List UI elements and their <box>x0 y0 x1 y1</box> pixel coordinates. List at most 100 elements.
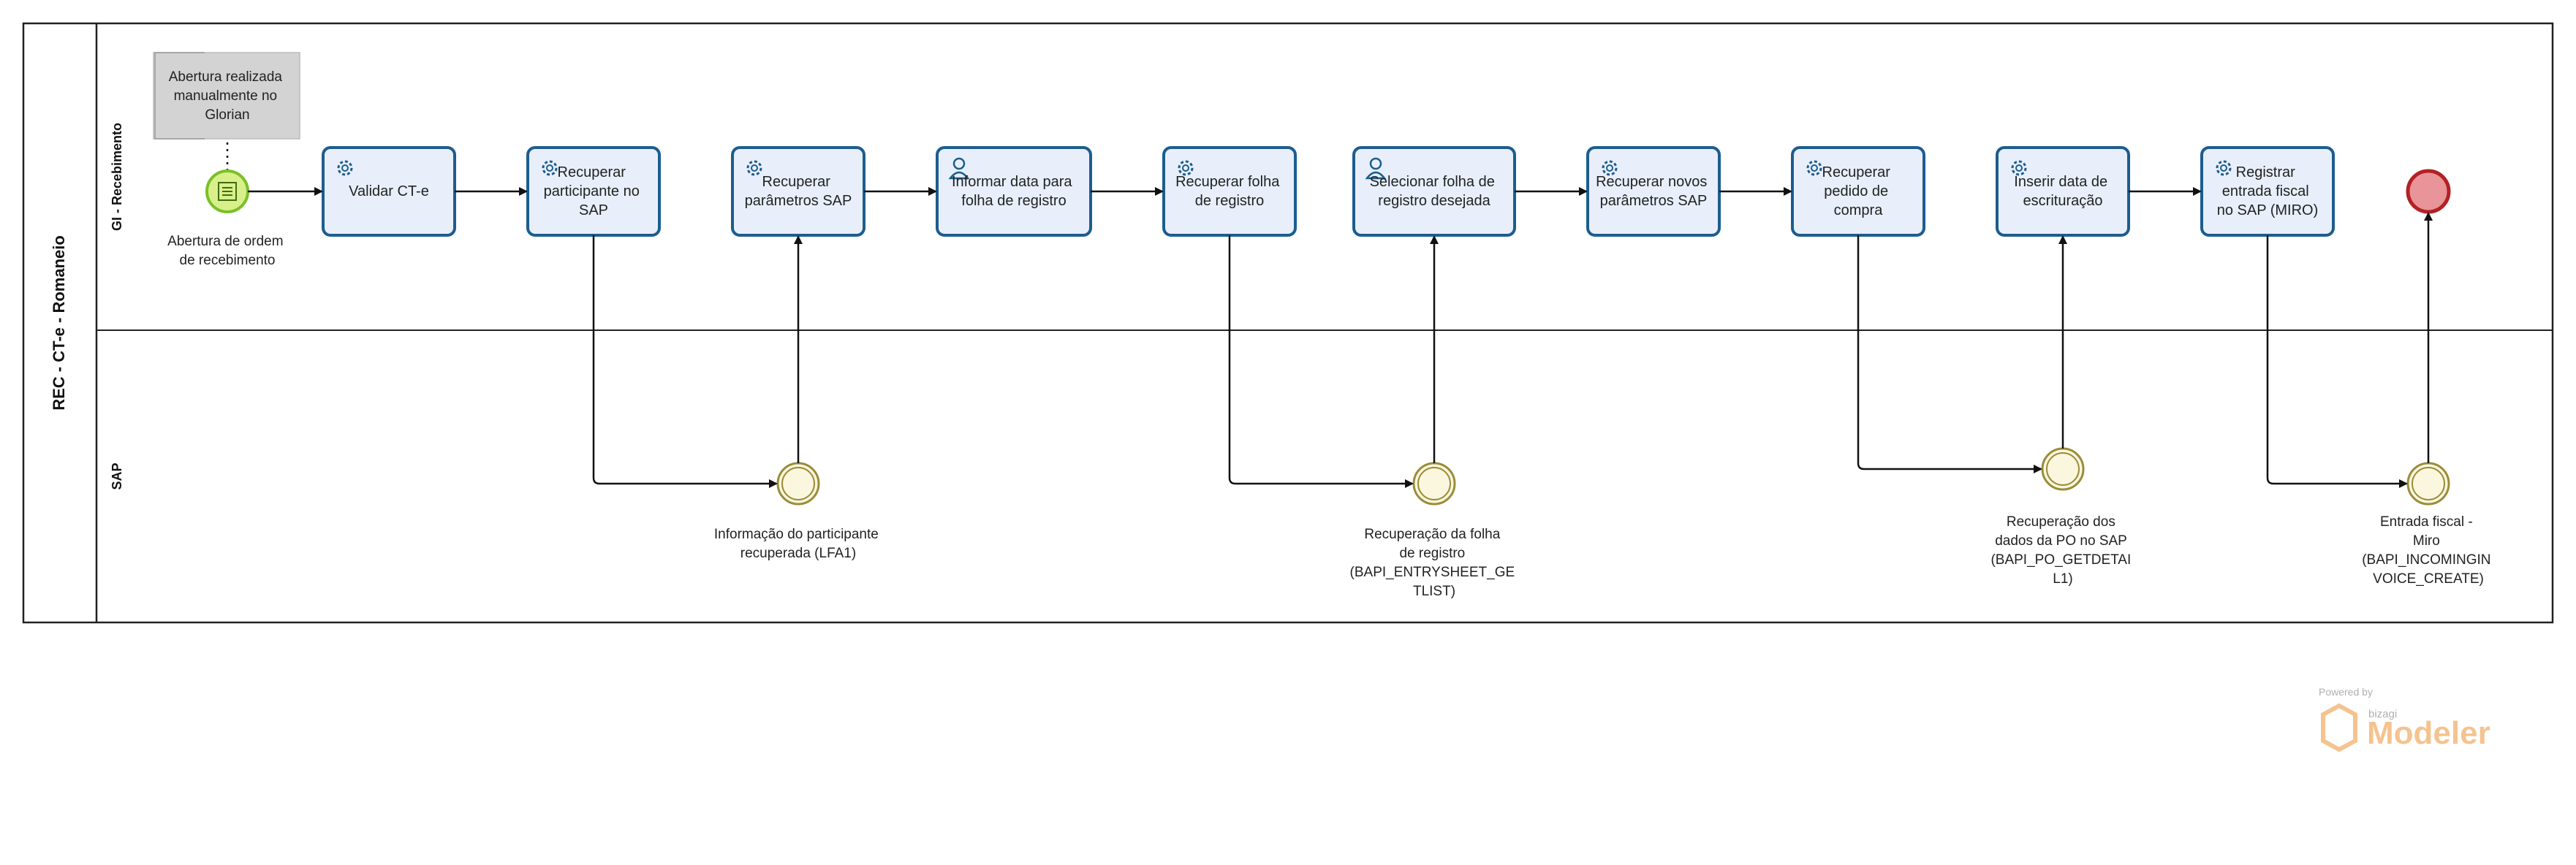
task-recuperar-pedido[interactable]: Recuperar pedido de compra <box>1791 146 1925 237</box>
svg-text:Inserir data de escritur: Inserir data de escrituração <box>2014 174 2111 209</box>
event-label: Miro <box>2413 533 2440 549</box>
flow-registrar-to-event <box>2266 235 2408 488</box>
bizagi-logo-icon <box>2321 703 2357 752</box>
end-event-circle[interactable] <box>2406 169 2451 214</box>
task-label: folha de registro <box>961 193 1066 209</box>
pool-border <box>22 22 2554 624</box>
task-label: parâmetros SAP <box>745 193 852 209</box>
task-recuperar-folha[interactable]: Recuperar folha de registro <box>1162 146 1297 237</box>
svg-text:Informar data para folha: Informar data para folha de registro <box>952 174 1076 209</box>
task-inserir-data[interactable]: Inserir data de escrituração <box>1996 146 2130 237</box>
task-box[interactable] <box>1352 146 1516 237</box>
intermediate-event-po[interactable]: Recuperação dos dados da PO no SAP (BAPI… <box>1990 447 2134 587</box>
flow-folha-to-event <box>1228 235 1414 488</box>
task-label: entrada fiscal <box>2222 183 2309 199</box>
task-box[interactable] <box>1162 146 1297 237</box>
lane-label-gi: GI - Recebimento <box>110 123 124 231</box>
task-label: Registrar <box>2236 164 2295 180</box>
task-label: Recuperar novos <box>1596 174 1707 190</box>
event-inner-ring <box>2046 452 2080 486</box>
task-label: escrituração <box>2023 193 2103 209</box>
intermediate-event-participante[interactable]: Informação do participante recuperada (L… <box>714 462 882 561</box>
task-label: Recuperar <box>762 174 831 190</box>
pool-title: REC - CT-e - Romaneio <box>50 235 68 411</box>
task-recuperar-participante[interactable]: Recuperar participante no SAP <box>526 146 661 237</box>
task-label: Informar data para <box>952 174 1072 190</box>
svg-text:Recuperar pedido de: Recuperar pedido de compra <box>1822 164 1895 218</box>
event-outer-ring[interactable] <box>2406 462 2450 506</box>
lane-sap: SAP <box>110 462 124 489</box>
task-label: parâmetros SAP <box>1600 193 1708 209</box>
event-label: Entrada fiscal - <box>2380 514 2473 530</box>
text-annotation: Abertura realizada manualmente no Gloria… <box>153 52 300 169</box>
pool: REC - CT-e - Romaneio <box>22 22 2554 624</box>
svg-text:Recuperação dos dados da: Recuperação dos dados da PO no SAP (BAPI… <box>1990 514 2134 587</box>
event-label: TLIST) <box>1413 584 1455 599</box>
task-box[interactable] <box>936 146 1092 237</box>
svg-text:Registrar entrada fiscal: Registrar entrada fiscal no SAP (MIRO) <box>2217 164 2319 218</box>
event-label: Recuperação da folha <box>1364 527 1500 542</box>
product-name: bizagi <box>2368 708 2397 720</box>
sequence-flows <box>248 187 2433 488</box>
event-inner-ring <box>2412 467 2445 500</box>
intermediate-event-folha[interactable]: Recuperação da folha de registro (BAPI_E… <box>1350 462 1519 599</box>
flow-participante-to-event <box>592 235 778 488</box>
task-box[interactable] <box>1586 146 1721 237</box>
task-recuperar-parametros[interactable]: Recuperar parâmetros SAP <box>731 146 865 237</box>
lane-label-sap: SAP <box>110 462 124 489</box>
intermediate-event-miro[interactable]: Entrada fiscal - Miro (BAPI_INCOMINGIN V… <box>2362 462 2495 587</box>
task-label: Selecionar folha de <box>1370 174 1495 190</box>
message-icon <box>218 182 237 201</box>
task-informar-data[interactable]: Informar data para folha de registro <box>936 146 1092 237</box>
powered-by-text: Powered by <box>2319 686 2373 698</box>
svg-text:Recuperar participante n: Recuperar participante no SAP <box>544 164 644 218</box>
svg-text:Recuperação da folha de: Recuperação da folha de registro (BAPI_E… <box>1350 527 1519 599</box>
event-label: (BAPI_INCOMINGIN <box>2362 552 2490 568</box>
annotation-line: Abertura realizada <box>169 69 283 85</box>
event-outer-ring[interactable] <box>1412 462 1456 506</box>
event-label: dados da PO no SAP <box>1995 533 2126 549</box>
task-box[interactable] <box>1996 146 2130 237</box>
task-selecionar-folha[interactable]: Selecionar folha de registro desejada <box>1352 146 1516 237</box>
annotation-box <box>153 52 300 140</box>
bizagi-branding: Powered by bizagi Modeler <box>2319 686 2490 752</box>
task-label: SAP <box>579 202 608 218</box>
task-box[interactable] <box>731 146 865 237</box>
start-event-label: Abertura de ordem <box>167 234 283 249</box>
event-label: Recuperação dos <box>2007 514 2115 530</box>
lane-gi: GI - Recebimento <box>96 123 2553 331</box>
task-label: de registro <box>1195 193 1265 209</box>
task-label: registro desejada <box>1378 193 1490 209</box>
end-event[interactable] <box>2406 169 2451 214</box>
event-outer-ring[interactable] <box>776 462 820 506</box>
task-validar-cte[interactable]: Validar CT-e <box>322 146 456 237</box>
user-task-icon <box>948 157 970 180</box>
event-inner-ring <box>781 467 815 500</box>
modeler-wordmark: Modeler <box>2367 715 2490 751</box>
task-label: Recuperar <box>558 164 626 180</box>
svg-text:Entrada fiscal - Miro: Entrada fiscal - Miro (BAPI_INCOMINGIN V… <box>2362 514 2495 587</box>
event-label: (BAPI_PO_GETDETAI <box>1990 552 2131 568</box>
start-event-label: de recebimento <box>180 253 276 268</box>
event-outer-ring[interactable] <box>2041 447 2085 491</box>
annotation-line: manualmente no <box>174 88 278 104</box>
svg-text:Recuperar novos parâmetr: Recuperar novos parâmetros SAP <box>1596 174 1711 209</box>
svg-text:Selecionar folha de regi: Selecionar folha de registro desejada <box>1370 174 1499 209</box>
task-label: Validar CT-e <box>349 183 429 199</box>
svg-text:Validar CT-e: Validar CT-e <box>349 183 429 199</box>
task-registrar-entrada[interactable]: Registrar entrada fiscal no SAP (MIRO) <box>2200 146 2335 237</box>
flow-pedido-to-event <box>1857 235 2042 473</box>
annotation-line: Glorian <box>205 107 249 123</box>
svg-text:Recuperar parâmetros SAP: Recuperar parâmetros SAP <box>745 174 852 209</box>
user-task-icon <box>1365 157 1387 180</box>
event-label: L1) <box>2053 571 2072 587</box>
annotation-bracket <box>154 52 205 140</box>
svg-text:Abertura realizada manua: Abertura realizada manualmente no Gloria… <box>169 69 287 123</box>
event-label: VOICE_CREATE) <box>2373 571 2484 587</box>
svg-text:Recuperar folha de regis: Recuperar folha de registro <box>1175 174 1284 209</box>
svg-text:Abertura de ordem de rec: Abertura de ordem de recebimento <box>167 234 287 268</box>
event-label: recuperada (LFA1) <box>740 546 856 561</box>
task-recuperar-novos-parametros[interactable]: Recuperar novos parâmetros SAP <box>1586 146 1721 237</box>
task-label: participante no <box>544 183 640 199</box>
